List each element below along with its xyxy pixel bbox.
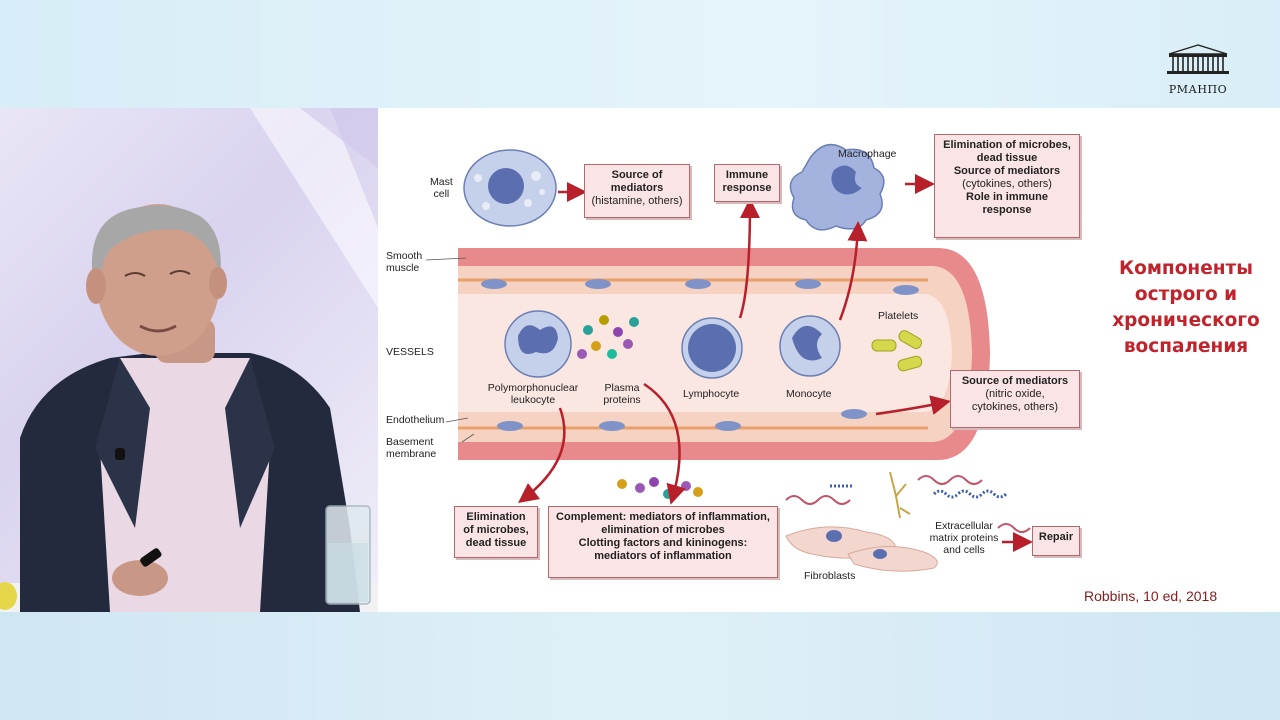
bottom-band [0,612,1280,720]
complement-box: Complement: mediators of inflammation,el… [548,506,778,578]
lymphocyte-label: Lymphocyte [683,388,740,400]
pmn-cell [504,310,572,378]
macrophage-label: Macrophage [838,148,897,160]
fibroblasts-label: Fibroblasts [804,570,856,582]
platelet-mediators-box: Source of mediators (nitric oxide, cytok… [950,370,1080,428]
monocyte-cell [779,315,841,377]
endothelium-label: Endothelium [386,414,445,426]
free-plasma-proteins [617,477,703,499]
extracellular-matrix [785,471,1031,533]
top-band [0,0,1280,108]
platelets [871,330,923,372]
platelets-label: Platelets [878,310,919,322]
fibroblasts [785,526,938,572]
speaker-video [0,108,378,612]
macrophage-cell [789,143,885,231]
slide-title: Компоненты острого и хронического воспал… [1112,258,1260,357]
leader-lines [425,257,475,443]
macrophage-functions-box: Elimination of microbes,dead tissue Sour… [934,134,1080,238]
logo-text: РМАНПО [1168,83,1228,96]
vessel [458,248,990,460]
plasma-proteins [577,315,639,359]
citation: Robbins, 10 ed, 2018 [1084,588,1218,604]
monocyte-label: Monocyte [786,388,832,400]
lymphocyte-cell [681,317,743,379]
rmanpo-logo: РМАНПО [1158,44,1238,96]
repair-box: Repair [1032,526,1080,556]
endothelial-nuclei [481,279,919,431]
vessels-label: VESSELS [386,346,434,358]
flow-arrows [518,174,1033,552]
inflammation-diagram [425,143,1033,572]
building-icon [1167,44,1229,74]
mast-cell [463,149,557,227]
speaker-image [0,108,378,612]
